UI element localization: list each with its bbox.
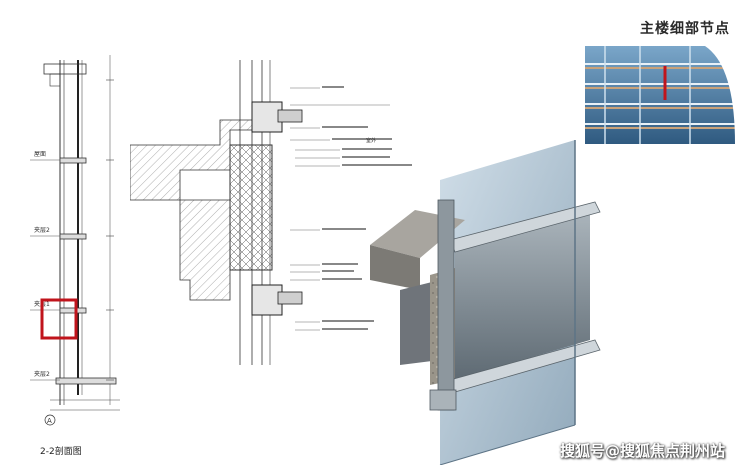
facade-photo	[585, 46, 735, 144]
highlight-box	[40, 298, 78, 340]
detail-header: 室外	[366, 137, 376, 144]
elevation-label: 屋面	[34, 151, 46, 158]
grid-marker-icon	[44, 414, 56, 426]
elevation-label: 夹层2	[34, 226, 50, 234]
curtain-wall-render	[370, 140, 601, 465]
watermark: 搜狐号@搜狐焦点荆州站	[560, 442, 726, 460]
detail-drawing: 室外	[130, 60, 412, 365]
page-title: 主楼细部节点	[640, 21, 730, 37]
section-drawing: 屋面 夹层2 夹层1 夹层2 A	[30, 55, 120, 426]
elevation-label: 夹层2	[34, 370, 50, 378]
grid-marker-label: A	[47, 417, 52, 425]
section-caption: 2-2剖面图	[40, 447, 82, 457]
